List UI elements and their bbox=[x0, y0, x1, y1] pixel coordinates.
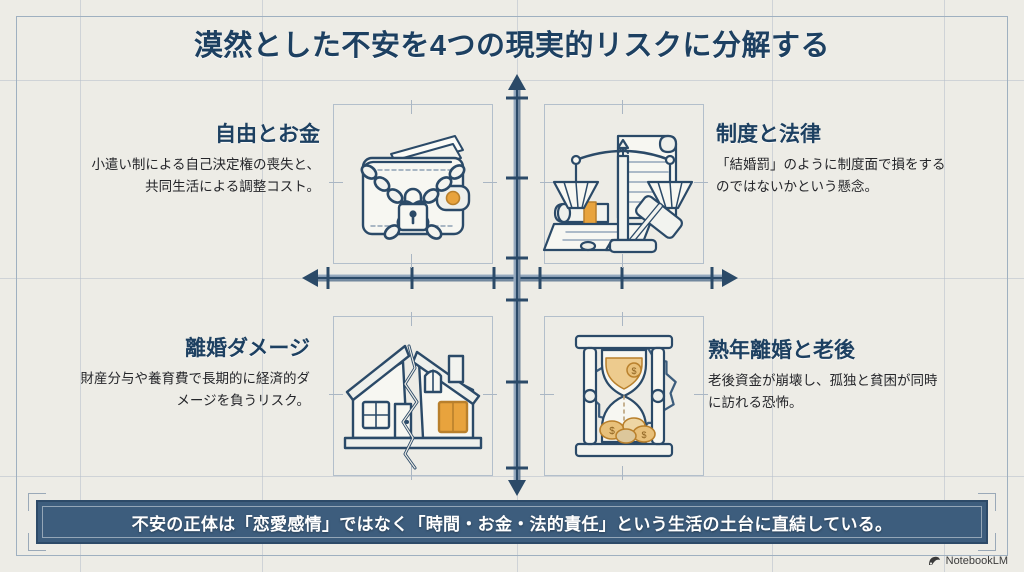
scales-gavel-icon bbox=[542, 134, 694, 254]
notebooklm-watermark: NotebookLM bbox=[928, 555, 1008, 567]
vertical-axis-line bbox=[516, 88, 518, 480]
hourglass-coins-gear-icon: $ $ $ bbox=[574, 334, 677, 458]
axis-tick bbox=[620, 267, 624, 289]
svg-text:$: $ bbox=[609, 426, 615, 437]
illustration-top-left bbox=[329, 100, 497, 268]
chained-wallet-icon bbox=[360, 135, 471, 240]
quadrant-heading: 熟年離婚と老後 bbox=[708, 339, 855, 362]
quadrant-heading: 制度と法律 bbox=[716, 123, 821, 146]
illustration-bottom-right: $ $ $ bbox=[540, 312, 708, 480]
quadrant-body: 老後資金が崩壊し、孤独と貧困が同時に訪れる恐怖。 bbox=[708, 373, 938, 411]
axis-tick bbox=[538, 267, 542, 289]
illustration-top-right bbox=[540, 100, 708, 268]
banner-corner-top-right bbox=[978, 493, 996, 511]
page-title: 漠然とした不安を4つの現実的リスクに分解する bbox=[193, 30, 831, 62]
quadrant-body: 財産分与や養育費で長期的に経済的ダメージを負うリスク。 bbox=[80, 371, 311, 409]
summary-banner: 不安の正体は「恋愛感情」ではなく「時間・お金・法的責任」という生活の土台に直結し… bbox=[28, 493, 996, 551]
quadrant-text-bottom-left: 離婚ダメージ 財産分与や養育費で長期的に経済的ダメージを負うリスク。 bbox=[78, 336, 311, 412]
quadrant-heading: 離婚ダメージ bbox=[185, 337, 310, 360]
illustration-bottom-left bbox=[329, 312, 497, 480]
watermark-label: NotebookLM bbox=[945, 555, 1008, 567]
summary-banner-body: 不安の正体は「恋愛感情」ではなく「時間・お金・法的責任」という生活の土台に直結し… bbox=[36, 500, 988, 544]
axis-tick bbox=[506, 298, 528, 302]
banner-corner-top-left bbox=[28, 493, 46, 511]
banner-corner-bottom-right bbox=[978, 533, 996, 551]
quadrant-text-top-right: 制度と法律 「結婚罰」のように制度面で損をするのではないかという懸念。 bbox=[716, 122, 948, 198]
axis-tick bbox=[410, 267, 414, 289]
banner-corner-bottom-left bbox=[28, 533, 46, 551]
cracked-house-icon bbox=[343, 344, 483, 470]
quadrant-body: 「結婚罰」のように制度面で損をするのではないかという懸念。 bbox=[716, 157, 946, 195]
quadrant-body: 小遣い制による自己決定権の喪失と、共同生活による調整コスト。 bbox=[91, 157, 320, 195]
svg-text:$: $ bbox=[631, 366, 636, 376]
svg-text:$: $ bbox=[641, 430, 646, 440]
axis-tick bbox=[492, 267, 496, 289]
quadrant-heading: 自由とお金 bbox=[215, 123, 320, 146]
axis-tick bbox=[506, 380, 528, 384]
axis-tick bbox=[326, 267, 330, 289]
axis-arrow-left-icon bbox=[302, 269, 318, 287]
notebooklm-logo-icon bbox=[928, 556, 940, 565]
summary-banner-text: 不安の正体は「恋愛感情」ではなく「時間・お金・法的責任」という生活の土台に直結し… bbox=[131, 514, 893, 534]
axis-tick bbox=[506, 176, 528, 180]
axis-tick bbox=[506, 466, 528, 470]
axis-tick bbox=[710, 267, 714, 289]
axis-arrow-right-icon bbox=[722, 269, 738, 287]
axis-arrow-down-icon bbox=[508, 480, 526, 496]
quadrant-text-bottom-right: 熟年離婚と老後 老後資金が崩壊し、孤独と貧困が同時に訪れる恐怖。 bbox=[708, 338, 940, 414]
axis-tick bbox=[506, 96, 528, 100]
quadrant-text-top-left: 自由とお金 小遣い制による自己決定権の喪失と、共同生活による調整コスト。 bbox=[88, 122, 320, 198]
axis-tick bbox=[506, 256, 528, 260]
axis-arrow-up-icon bbox=[508, 74, 526, 90]
